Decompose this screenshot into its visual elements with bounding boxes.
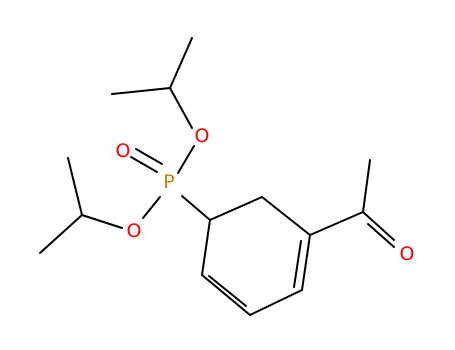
bond [362, 211, 395, 241]
atom-label-oxygen-upper: O [195, 125, 210, 147]
bond [81, 214, 123, 229]
atom-label-phosphorus: P [163, 171, 174, 193]
bond [177, 145, 195, 174]
phosphonate-bonds [130, 145, 211, 221]
bond [181, 195, 211, 221]
bond [169, 87, 193, 129]
bond [208, 275, 247, 307]
left-isopropyl-bonds [39, 157, 123, 254]
bond [309, 211, 364, 236]
bond [261, 196, 311, 236]
bond [201, 274, 251, 316]
bond [111, 87, 171, 95]
upper-isopropyl-bonds [111, 37, 193, 129]
benzene-ring-bonds [201, 196, 311, 316]
bond [67, 157, 83, 216]
atom-labels: P O O O O [116, 125, 415, 265]
bond [169, 37, 193, 89]
bond [301, 234, 311, 291]
bond [367, 223, 395, 248]
bond [135, 148, 163, 165]
atom-label-oxygen-ketone: O [400, 243, 415, 265]
atom-label-oxygen-double-bond: O [116, 140, 131, 162]
bond [293, 240, 302, 288]
bond [249, 289, 303, 316]
bond [39, 214, 83, 254]
atom-label-oxygen-lower: O [127, 220, 142, 242]
bond [209, 196, 263, 221]
bond [362, 159, 371, 213]
bond [201, 219, 211, 276]
bond [142, 196, 161, 219]
bond [130, 156, 158, 173]
acetyl-bonds [309, 159, 395, 248]
